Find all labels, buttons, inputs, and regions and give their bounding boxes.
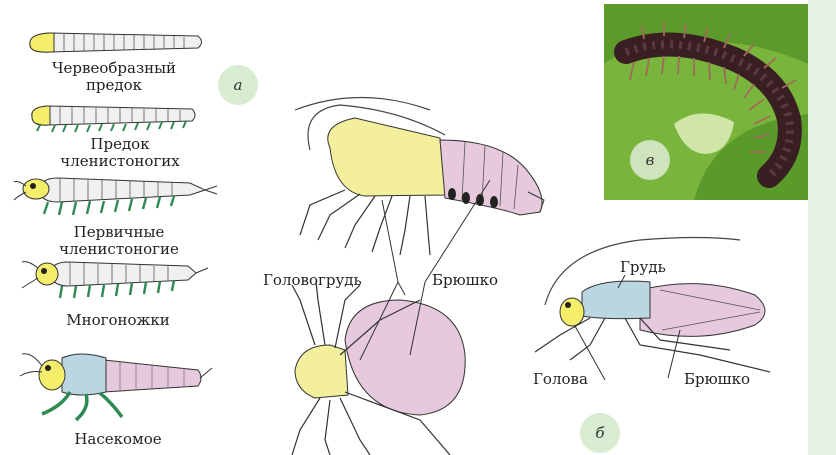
panel-letter-b: б	[580, 413, 620, 453]
thorax-label: Грудь	[620, 259, 666, 276]
crustacean-figure	[295, 98, 544, 256]
worm-ancestor-label: Червеобразный предок	[30, 60, 198, 94]
primary-arthropods-text: Первичные членистоногие	[59, 223, 179, 258]
primary-arthropods-label: Первичные членистоногие	[30, 224, 208, 258]
insect-figure-left	[20, 354, 212, 420]
worm-ancestor-figure	[30, 33, 202, 52]
panel-letter-a: а	[218, 65, 258, 105]
arthropod-ancestor-text: Предок членистоногих	[60, 135, 179, 170]
cephalothorax-label: Головогрудь	[263, 272, 362, 289]
arthropod-ancestor-label: Предок членистоногих	[36, 136, 204, 170]
myriapods-text: Многоножки	[66, 311, 169, 329]
insect-text: Насекомое	[74, 430, 161, 448]
insect-label: Насекомое	[38, 431, 198, 448]
myriapods-label: Многоножки	[38, 312, 198, 329]
spider-figure	[292, 282, 465, 455]
myriapod-figure	[22, 262, 208, 298]
panel-letter-v: в	[630, 140, 670, 180]
arthropod-ancestor-figure	[32, 106, 195, 132]
head-label: Голова	[533, 371, 588, 388]
abdomen-label-middle: Брюшко	[432, 272, 498, 289]
worm-ancestor-text: Червеобразный предок	[52, 59, 176, 94]
abdomen-label-right: Брюшко	[684, 371, 750, 388]
primary-arthropods-figure	[14, 178, 217, 215]
